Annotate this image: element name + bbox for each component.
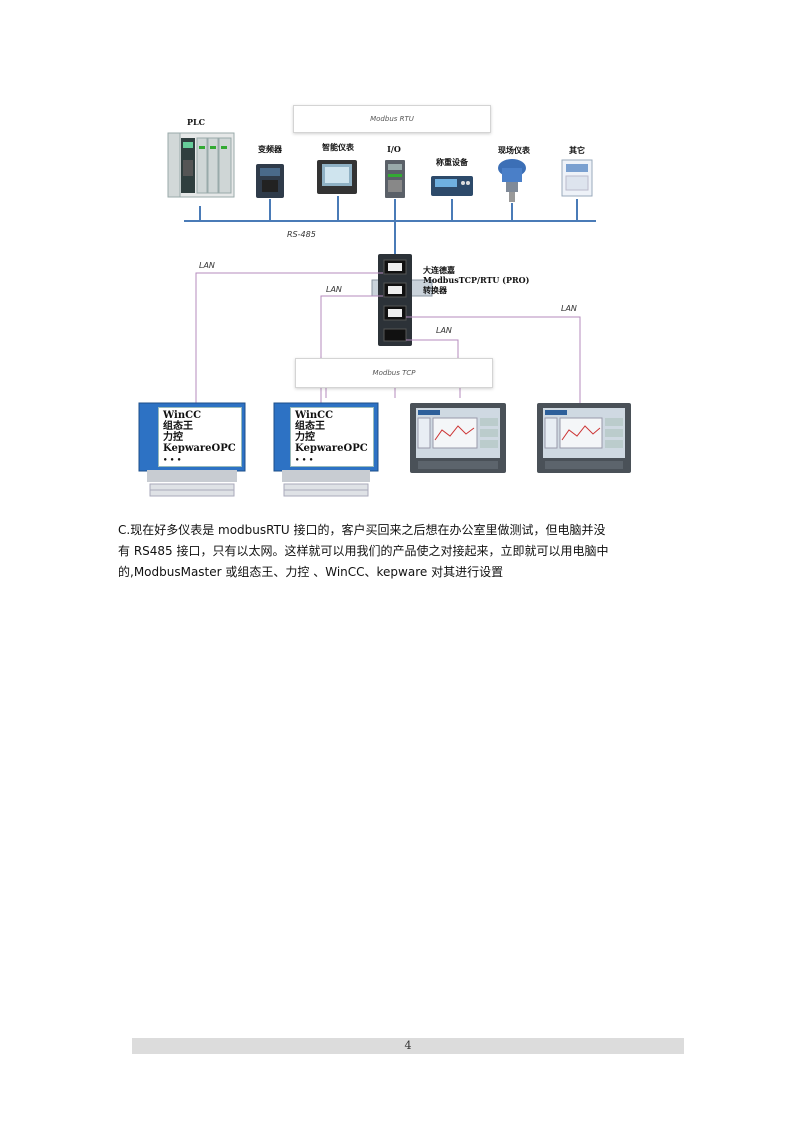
io-module-icon <box>385 160 405 198</box>
smart-meter-icon <box>317 160 357 194</box>
body-paragraph: C.现在好多仪表是 modbusRTU 接口的，客户买回来之后想在办公室里做测试… <box>118 520 678 583</box>
page-number: 4 <box>405 1039 412 1052</box>
modbus-tcp-box: Modbus TCP <box>295 358 493 388</box>
pc-2-screen-line2: 组态王 <box>295 421 369 432</box>
pc-2-screen-line1: WinCC <box>295 410 369 421</box>
pc-1-screen-line4: KepwareOPC <box>163 443 237 454</box>
paragraph-line-3: 的,ModbusMaster 或组态王、力控 、WinCC、kepware 对其… <box>118 562 678 583</box>
lan-label-1: LAN <box>199 261 215 270</box>
converter-label-line2: ModbusTCP/RTU (PRO) <box>423 275 529 285</box>
modbus-tcp-label: Modbus TCP <box>373 369 416 377</box>
other-device-icon <box>562 160 592 196</box>
pc-1-screen: WinCC 组态王 力控 KepwareOPC • • • <box>158 407 242 467</box>
hmi-1-icon <box>410 403 506 473</box>
inverter-icon <box>256 164 284 198</box>
lan-label-3: LAN <box>561 304 577 313</box>
weighing-device-icon <box>431 176 473 196</box>
lan-label-2: LAN <box>326 285 342 294</box>
rs485-label: RS-485 <box>287 230 316 239</box>
pc-1-screen-line5: • • • <box>163 454 237 465</box>
plc-icon <box>168 133 234 197</box>
pc-1-screen-line1: WinCC <box>163 410 237 421</box>
pc-2-screen-line4: KepwareOPC <box>295 443 369 454</box>
field-instrument-icon <box>498 159 526 202</box>
pc-1-screen-line3: 力控 <box>163 432 237 443</box>
pc-2-screen-line3: 力控 <box>295 432 369 443</box>
hmi-2-icon <box>537 403 631 473</box>
paragraph-line-2: 有 RS485 接口，只有以太网。这样就可以用我们的产品使之对接起来，立即就可以… <box>118 541 678 562</box>
paragraph-line-1: C.现在好多仪表是 modbusRTU 接口的，客户买回来之后想在办公室里做测试… <box>118 520 678 541</box>
converter-label: 大连德嘉 ModbusTCP/RTU (PRO) 转换器 <box>423 265 529 295</box>
page-footer: 4 <box>132 1038 684 1054</box>
pc-2-screen-line5: • • • <box>295 454 369 465</box>
lan-label-4: LAN <box>436 326 452 335</box>
converter-label-line3: 转换器 <box>423 285 529 295</box>
diagram-graphics <box>0 0 793 520</box>
pc-2-screen: WinCC 组态王 力控 KepwareOPC • • • <box>290 407 374 467</box>
converter-label-line1: 大连德嘉 <box>423 265 529 275</box>
pc-1-screen-line2: 组态王 <box>163 421 237 432</box>
